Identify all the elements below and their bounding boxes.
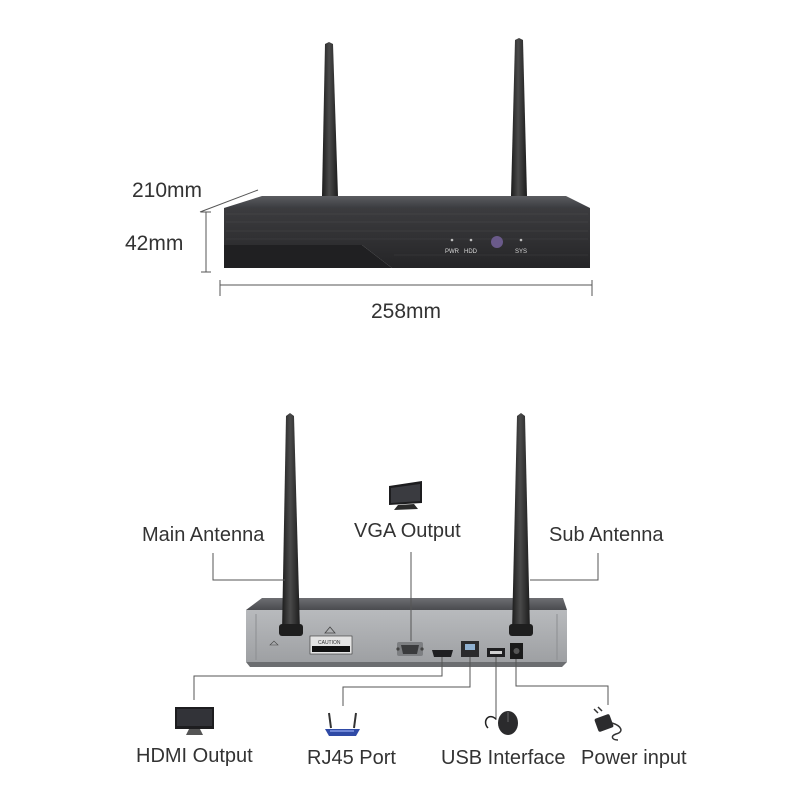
monitor-icon — [175, 707, 214, 735]
rj45-leader — [342, 657, 471, 706]
rj45-port — [461, 641, 479, 657]
front-chassis-face — [224, 208, 590, 268]
rear-view: CAUTION — [136, 413, 687, 769]
front-chassis-top — [224, 196, 590, 208]
power-input-label: Power input — [581, 747, 687, 769]
sub-antenna-leader — [530, 553, 599, 581]
vga-output-label: VGA Output — [354, 520, 461, 542]
rear-sub-antenna-graphic — [509, 413, 533, 636]
hdmi-port — [432, 650, 453, 657]
router-icon — [325, 712, 360, 736]
rear-main-antenna-graphic — [279, 413, 303, 636]
led-hdd-label: HDD — [464, 249, 478, 255]
main-antenna-leader — [212, 553, 285, 581]
monitor-icon — [389, 481, 422, 510]
hdmi-leader — [193, 657, 443, 700]
led-pwr-label: PWR — [445, 249, 460, 255]
depth-dimension-line — [199, 189, 259, 213]
main-antenna-label: Main Antenna — [142, 524, 265, 546]
front-right-antenna — [511, 38, 527, 196]
usb-port — [487, 648, 505, 657]
front-view: PWR HDD SYS 210mm 42mm 258mm — [125, 38, 593, 323]
width-label: 258mm — [371, 300, 441, 323]
hdmi-output-label: HDMI Output — [136, 745, 253, 767]
power-leader — [515, 659, 609, 705]
led-sys-label: SYS — [515, 249, 527, 255]
mouse-icon — [484, 711, 518, 735]
height-label: 42mm — [125, 232, 183, 255]
rear-chassis-top — [246, 598, 567, 610]
ir-receiver — [491, 236, 503, 248]
front-left-antenna — [322, 42, 338, 196]
rj45-port-label: RJ45 Port — [307, 747, 396, 769]
power-adapter-icon — [593, 706, 622, 741]
depth-label: 210mm — [132, 179, 202, 202]
vga-port — [396, 642, 424, 656]
sub-antenna-label: Sub Antenna — [549, 524, 664, 546]
usb-interface-label: USB Interface — [441, 747, 566, 769]
caution-label: CAUTION — [318, 640, 341, 646]
dc-power-jack — [510, 643, 523, 659]
